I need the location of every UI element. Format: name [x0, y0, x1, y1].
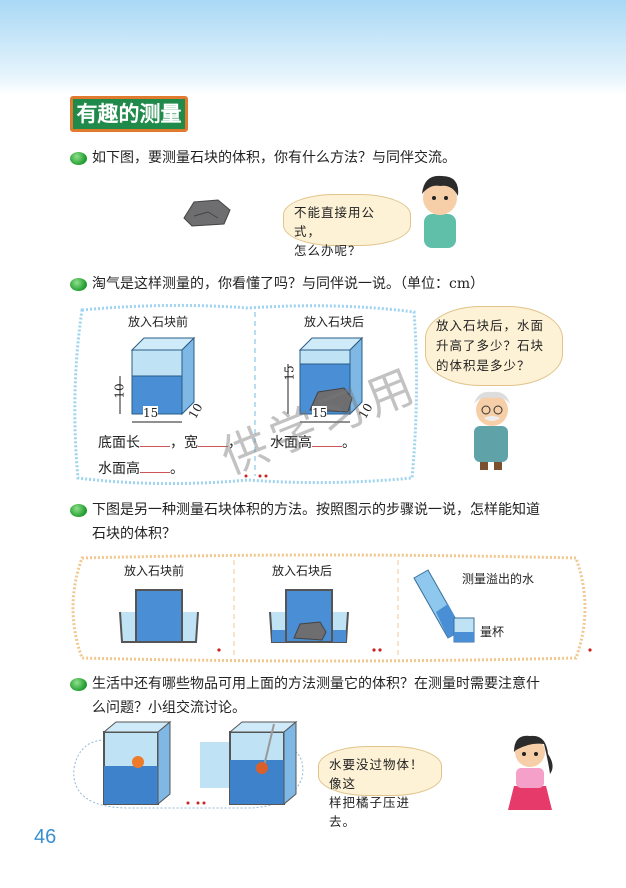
orange-tanks-illustration [73, 720, 304, 809]
bullet-icon [70, 678, 87, 691]
bubble-line: 不能直接用公式， [294, 205, 376, 239]
question-3: 下图是另一种测量石块体积的方法。按照图示的步骤说一说，怎样能知道 石块的体积？ [70, 498, 540, 546]
question-4-line: 生活中还有哪些物品可用上面的方法测量它的体积？在测量时需要注意什 [92, 676, 540, 692]
after-height-dim: 15 [282, 365, 297, 381]
page-number: 46 [34, 826, 57, 848]
fill-in-before: 底面长 ，宽 ， 水面高 。 [98, 430, 242, 482]
grandpa-character [474, 391, 510, 470]
boy-character [422, 175, 459, 248]
after-water-height-label: 水面高 [270, 435, 312, 451]
base-length-blank[interactable] [140, 446, 170, 447]
period: 。 [342, 435, 356, 451]
question-2-text: 淘气是这样测量的，你看懂了吗？与同伴说一说。（单位：cm） [92, 276, 485, 292]
base-length-label: 底面长 [98, 435, 140, 451]
before-height-dim: 10 [112, 383, 127, 399]
section-title: 有趣的测量 [70, 96, 188, 132]
width-label: ，宽 [170, 435, 198, 451]
question-2: 淘气是这样测量的，你看懂了吗？与同伴说一说。（单位：cm） [70, 272, 485, 296]
question-1: 如下图，要测量石块的体积，你有什么方法？与同伴交流。 [70, 146, 456, 170]
boy-speech-bubble: 不能直接用公式， 怎么办呢？ [283, 194, 411, 258]
before-label: 放入石块前 [128, 315, 189, 329]
page-header-background [0, 0, 626, 95]
after-label: 放入石块后 [304, 315, 365, 329]
question-4-line: 么问题？小组交流讨论。 [92, 700, 246, 716]
bubble-line: 放入石块后，水面 [436, 318, 545, 333]
bubble-line: 水要没过物体！像这 [329, 757, 424, 791]
girl-speech-bubble: 水要没过物体！像这 样把橘子压进去。 [318, 746, 442, 829]
bullet-icon [70, 152, 87, 165]
after-water-height-blank[interactable] [312, 446, 342, 447]
question-1-text: 如下图，要测量石块的体积，你有什么方法？与同伴交流。 [92, 150, 456, 166]
question-4: 生活中还有哪些物品可用上面的方法测量它的体积？在测量时需要注意什 么问题？小组交… [70, 672, 540, 720]
after-length-dim: 15 [312, 406, 328, 420]
question-3-line: 石块的体积？ [92, 526, 176, 542]
rock-illustration [183, 199, 231, 227]
bullet-icon [70, 504, 87, 517]
bubble-line: 怎么办呢？ [294, 243, 362, 258]
bullet-icon [70, 278, 87, 291]
measuring-cup-label: 量杯 [480, 625, 505, 639]
comma: ， [228, 435, 242, 451]
grandpa-speech-bubble: 放入石块后，水面 升高了多少？石块 的体积是多少？ [425, 306, 563, 386]
bubble-line: 升高了多少？石块 [436, 338, 545, 353]
water-height-label: 水面高 [98, 461, 140, 477]
girl-character [508, 735, 553, 810]
before-length-dim: 15 [143, 406, 159, 420]
bubble-line: 的体积是多少？ [436, 358, 531, 373]
step1-label: 放入石块前 [124, 564, 185, 578]
step3-label: 测量溢出的水 [462, 572, 535, 586]
fill-in-after: 水面高 。 [270, 430, 356, 456]
measurement-panel-2 [71, 553, 592, 663]
period: 。 [170, 461, 184, 477]
measurement-panel-1 [73, 303, 419, 486]
water-height-blank[interactable] [140, 472, 170, 473]
step2-label: 放入石块后 [272, 564, 333, 578]
question-3-line: 下图是另一种测量石块体积的方法。按照图示的步骤说一说，怎样能知道 [92, 502, 540, 518]
width-blank[interactable] [198, 446, 228, 447]
bubble-line: 样把橘子压进去。 [329, 795, 411, 829]
